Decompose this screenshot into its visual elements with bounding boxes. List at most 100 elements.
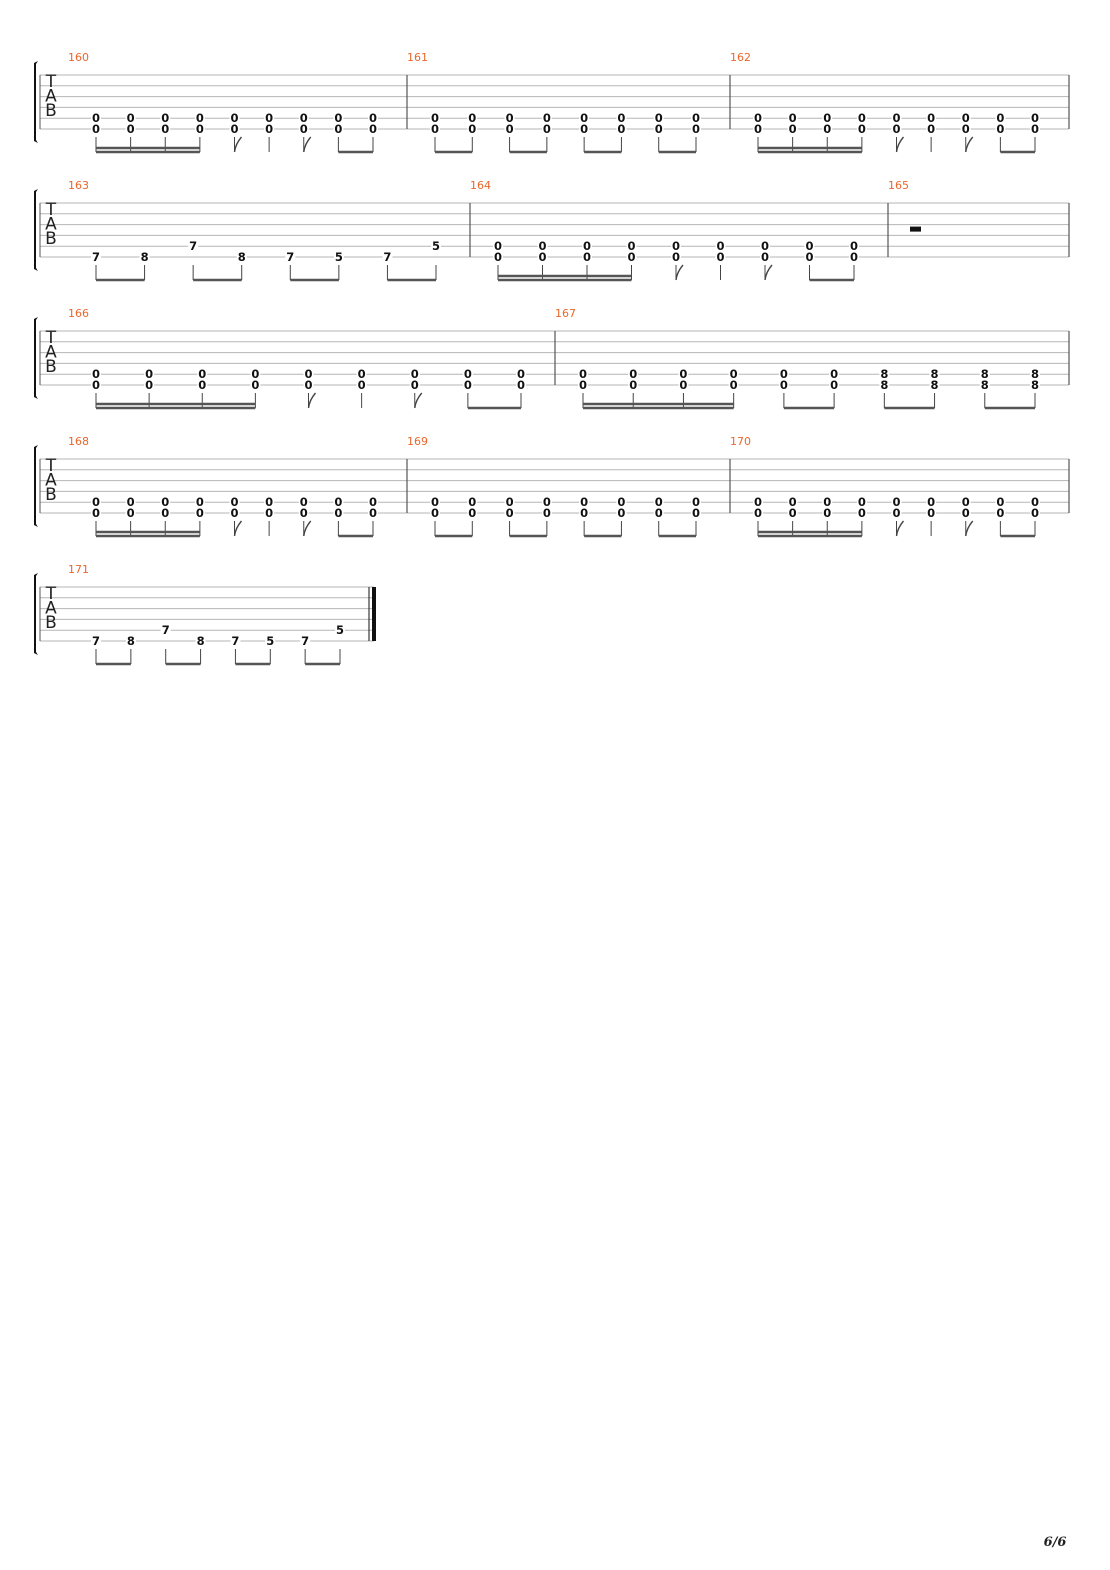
- fret-number: 8: [981, 378, 989, 392]
- fret-mask: [671, 251, 681, 263]
- fret-mask: [653, 112, 664, 125]
- fret-mask: [91, 507, 101, 519]
- fret-number: 7: [286, 250, 294, 264]
- fret-number: 0: [300, 506, 308, 520]
- fret-number: 0: [892, 506, 900, 520]
- system-bracket: [34, 317, 38, 399]
- fret-mask: [139, 251, 150, 263]
- fret-number: 0: [494, 239, 502, 253]
- fret-mask: [430, 507, 440, 519]
- fret-number: 0: [145, 378, 153, 392]
- fret-number: 0: [850, 250, 858, 264]
- fret-mask: [760, 251, 770, 263]
- fret-mask: [197, 368, 208, 381]
- fret-mask: [229, 507, 240, 519]
- tab-system-4: TAB1680000000000000000001690000000000000…: [34, 435, 1070, 538]
- measure-number: 160: [68, 51, 89, 64]
- fret-mask: [160, 507, 171, 519]
- fret-number: 0: [655, 111, 663, 125]
- fret-mask: [628, 368, 639, 381]
- fret-mask: [335, 624, 345, 637]
- fret-number: 0: [161, 495, 169, 509]
- fret-mask: [516, 379, 526, 391]
- fret-number: 8: [1031, 367, 1039, 381]
- fret-number: 0: [506, 506, 514, 520]
- fret-number: 0: [580, 122, 588, 136]
- fret-number: 0: [543, 506, 551, 520]
- fret-number: 0: [92, 367, 100, 381]
- fret-mask: [504, 123, 515, 135]
- fret-number: 0: [780, 378, 788, 392]
- fret-number: 0: [538, 239, 546, 253]
- fret-number: 0: [761, 239, 769, 253]
- fret-mask: [467, 496, 478, 509]
- fret-number: 0: [431, 495, 439, 509]
- fret-mask: [856, 496, 867, 509]
- fret-number: 0: [805, 239, 813, 253]
- fret-number: 0: [304, 367, 312, 381]
- fret-mask: [125, 507, 136, 519]
- fret-mask: [368, 507, 378, 519]
- fret-mask: [125, 635, 136, 647]
- fret-number: 0: [754, 506, 762, 520]
- fret-number: 0: [805, 250, 813, 264]
- fret-mask: [579, 112, 590, 125]
- fret-number: 8: [238, 250, 246, 264]
- fret-number: 5: [432, 239, 440, 253]
- fret-number: 0: [1031, 506, 1039, 520]
- fret-number: 0: [583, 239, 591, 253]
- fret-mask: [891, 496, 902, 509]
- fret-number: 0: [730, 378, 738, 392]
- fret-number: 0: [579, 378, 587, 392]
- fret-number: 0: [754, 111, 762, 125]
- fret-mask: [849, 240, 859, 253]
- fret-number: 0: [198, 367, 206, 381]
- fret-mask: [516, 368, 526, 381]
- fret-number: 0: [543, 111, 551, 125]
- fret-number: 0: [754, 122, 762, 136]
- fret-mask: [125, 112, 136, 125]
- fret-mask: [778, 368, 789, 381]
- fret-mask: [1030, 379, 1040, 391]
- measure-number: 161: [407, 51, 428, 64]
- fret-mask: [144, 379, 155, 391]
- fret-mask: [628, 379, 639, 391]
- fret-mask: [653, 507, 664, 519]
- fret-number: 0: [655, 122, 663, 136]
- fret-number: 0: [692, 111, 700, 125]
- fret-mask: [787, 112, 798, 125]
- fret-number: 0: [692, 122, 700, 136]
- fret-mask: [879, 379, 890, 391]
- fret-number: 8: [931, 367, 939, 381]
- fret-number: 8: [197, 634, 205, 648]
- fret-mask: [229, 112, 240, 125]
- fret-number: 0: [617, 122, 625, 136]
- fret-mask: [194, 112, 205, 125]
- fret-mask: [264, 123, 275, 135]
- fret-mask: [467, 123, 478, 135]
- fret-mask: [91, 379, 101, 391]
- fret-number: 0: [1031, 111, 1039, 125]
- fret-mask: [493, 251, 503, 263]
- fret-mask: [236, 251, 247, 263]
- fret-number: 0: [304, 378, 312, 392]
- fret-number: 0: [858, 111, 866, 125]
- fret-mask: [579, 123, 590, 135]
- fret-number: 0: [92, 378, 100, 392]
- fret-number: 0: [300, 495, 308, 509]
- fret-mask: [188, 240, 199, 253]
- measure-number: 163: [68, 179, 89, 192]
- fret-number: 0: [655, 495, 663, 509]
- fret-number: 0: [265, 122, 273, 136]
- tab-system-3: TAB1660000000000000000001670000000000008…: [34, 307, 1070, 410]
- tab-clef-letter: A: [45, 215, 57, 235]
- fret-mask: [787, 496, 798, 509]
- fret-mask: [753, 507, 763, 519]
- fret-number: 0: [369, 506, 377, 520]
- fret-mask: [298, 123, 309, 135]
- eighth-flag: [233, 520, 243, 537]
- fret-number: 0: [431, 122, 439, 136]
- fret-number: 0: [538, 250, 546, 264]
- fret-number: 0: [230, 122, 238, 136]
